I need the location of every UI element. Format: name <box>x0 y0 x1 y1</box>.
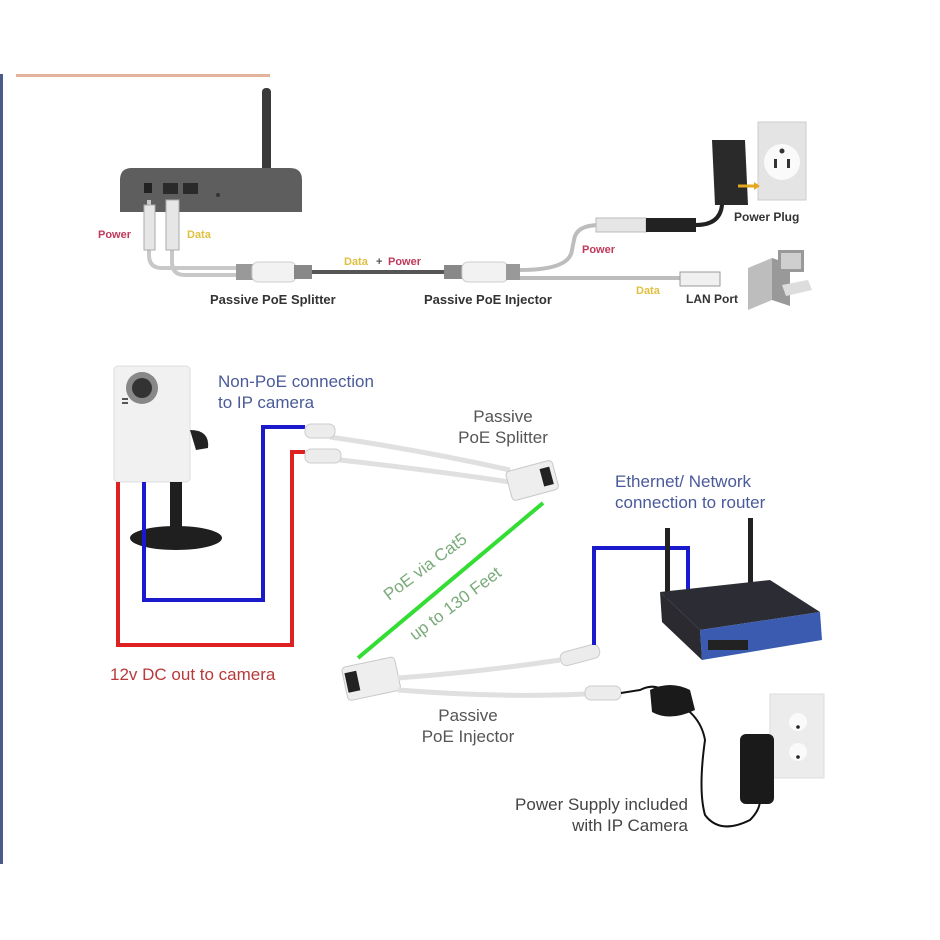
top-splitter-label: Passive PoE Splitter <box>210 292 336 307</box>
splitter-dc-plug <box>304 448 342 464</box>
blue-cable-router <box>592 546 690 645</box>
data-label-right: Data <box>636 285 660 297</box>
top-router-icon <box>120 88 302 212</box>
power-plug-connector <box>143 204 156 251</box>
adapter-plug <box>646 218 696 232</box>
wall-outlet-icon <box>757 121 807 201</box>
splitter-cables <box>329 434 511 485</box>
computer-icon <box>748 250 812 310</box>
top-right-cables <box>519 223 680 280</box>
power-cord <box>695 180 724 227</box>
splitter-rj45-plug <box>304 423 336 439</box>
bottom-splitter-label: Passive PoE Splitter <box>448 406 558 448</box>
ip-camera-icon <box>113 365 222 550</box>
injector-dc-jack <box>584 685 622 701</box>
power-label-right: Power <box>582 244 616 256</box>
power-label-left: Power <box>98 229 132 241</box>
blue-cable-data <box>142 425 305 602</box>
splitter-line2: PoE Splitter <box>458 428 548 447</box>
rj45-connector <box>165 199 180 251</box>
power-label-mid: Power <box>388 256 422 268</box>
non-poe-line2: to IP camera <box>218 393 315 412</box>
dc-jack <box>595 217 647 233</box>
power-adapter-icon <box>740 734 774 804</box>
green-poe-cable <box>356 501 545 660</box>
plus-sign: + <box>376 256 383 268</box>
top-injector-label: Passive PoE Injector <box>424 292 552 307</box>
injector-line2: PoE Injector <box>421 727 515 746</box>
top-cables <box>147 200 240 277</box>
non-poe-label: Non-PoE connection to IP camera <box>218 371 374 413</box>
ethernet-line1: Ethernet/ Network <box>615 472 752 491</box>
lan-port-label: LAN Port <box>686 292 738 306</box>
power-supply-label: Power Supply included with IP Camera <box>478 794 688 836</box>
ethernet-line2: connection to router <box>615 493 766 512</box>
data-label-left: Data <box>187 229 211 241</box>
injector-rj45-plug <box>559 643 601 667</box>
wall-outlet-duplex-icon <box>769 693 825 779</box>
left-border <box>0 74 3 864</box>
dc-out-label: 12v DC out to camera <box>110 665 276 684</box>
top-rule <box>16 74 270 77</box>
psu-line2: with IP Camera <box>572 816 688 835</box>
bottom-splitter-icon <box>505 460 559 501</box>
cord-bundle <box>650 685 695 717</box>
top-splitter-icon <box>236 261 312 283</box>
bottom-injector-label: Passive PoE Injector <box>412 705 524 747</box>
wireless-router-icon <box>660 518 822 660</box>
data-label-mid: Data <box>344 256 368 268</box>
red-cable-12v <box>116 450 305 647</box>
injector-cables <box>397 657 586 698</box>
power-plug-label: Power Plug <box>734 210 800 224</box>
non-poe-line1: Non-PoE connection <box>218 372 374 391</box>
top-injector-icon <box>444 261 520 283</box>
bottom-injector-icon <box>341 656 401 701</box>
lan-connector <box>679 271 721 287</box>
power-plug-icon <box>712 140 748 205</box>
ethernet-label: Ethernet/ Network connection to router <box>615 471 765 513</box>
psu-line1: Power Supply included <box>515 795 688 814</box>
splitter-line1: Passive <box>473 407 533 426</box>
injector-line1: Passive <box>438 706 498 725</box>
